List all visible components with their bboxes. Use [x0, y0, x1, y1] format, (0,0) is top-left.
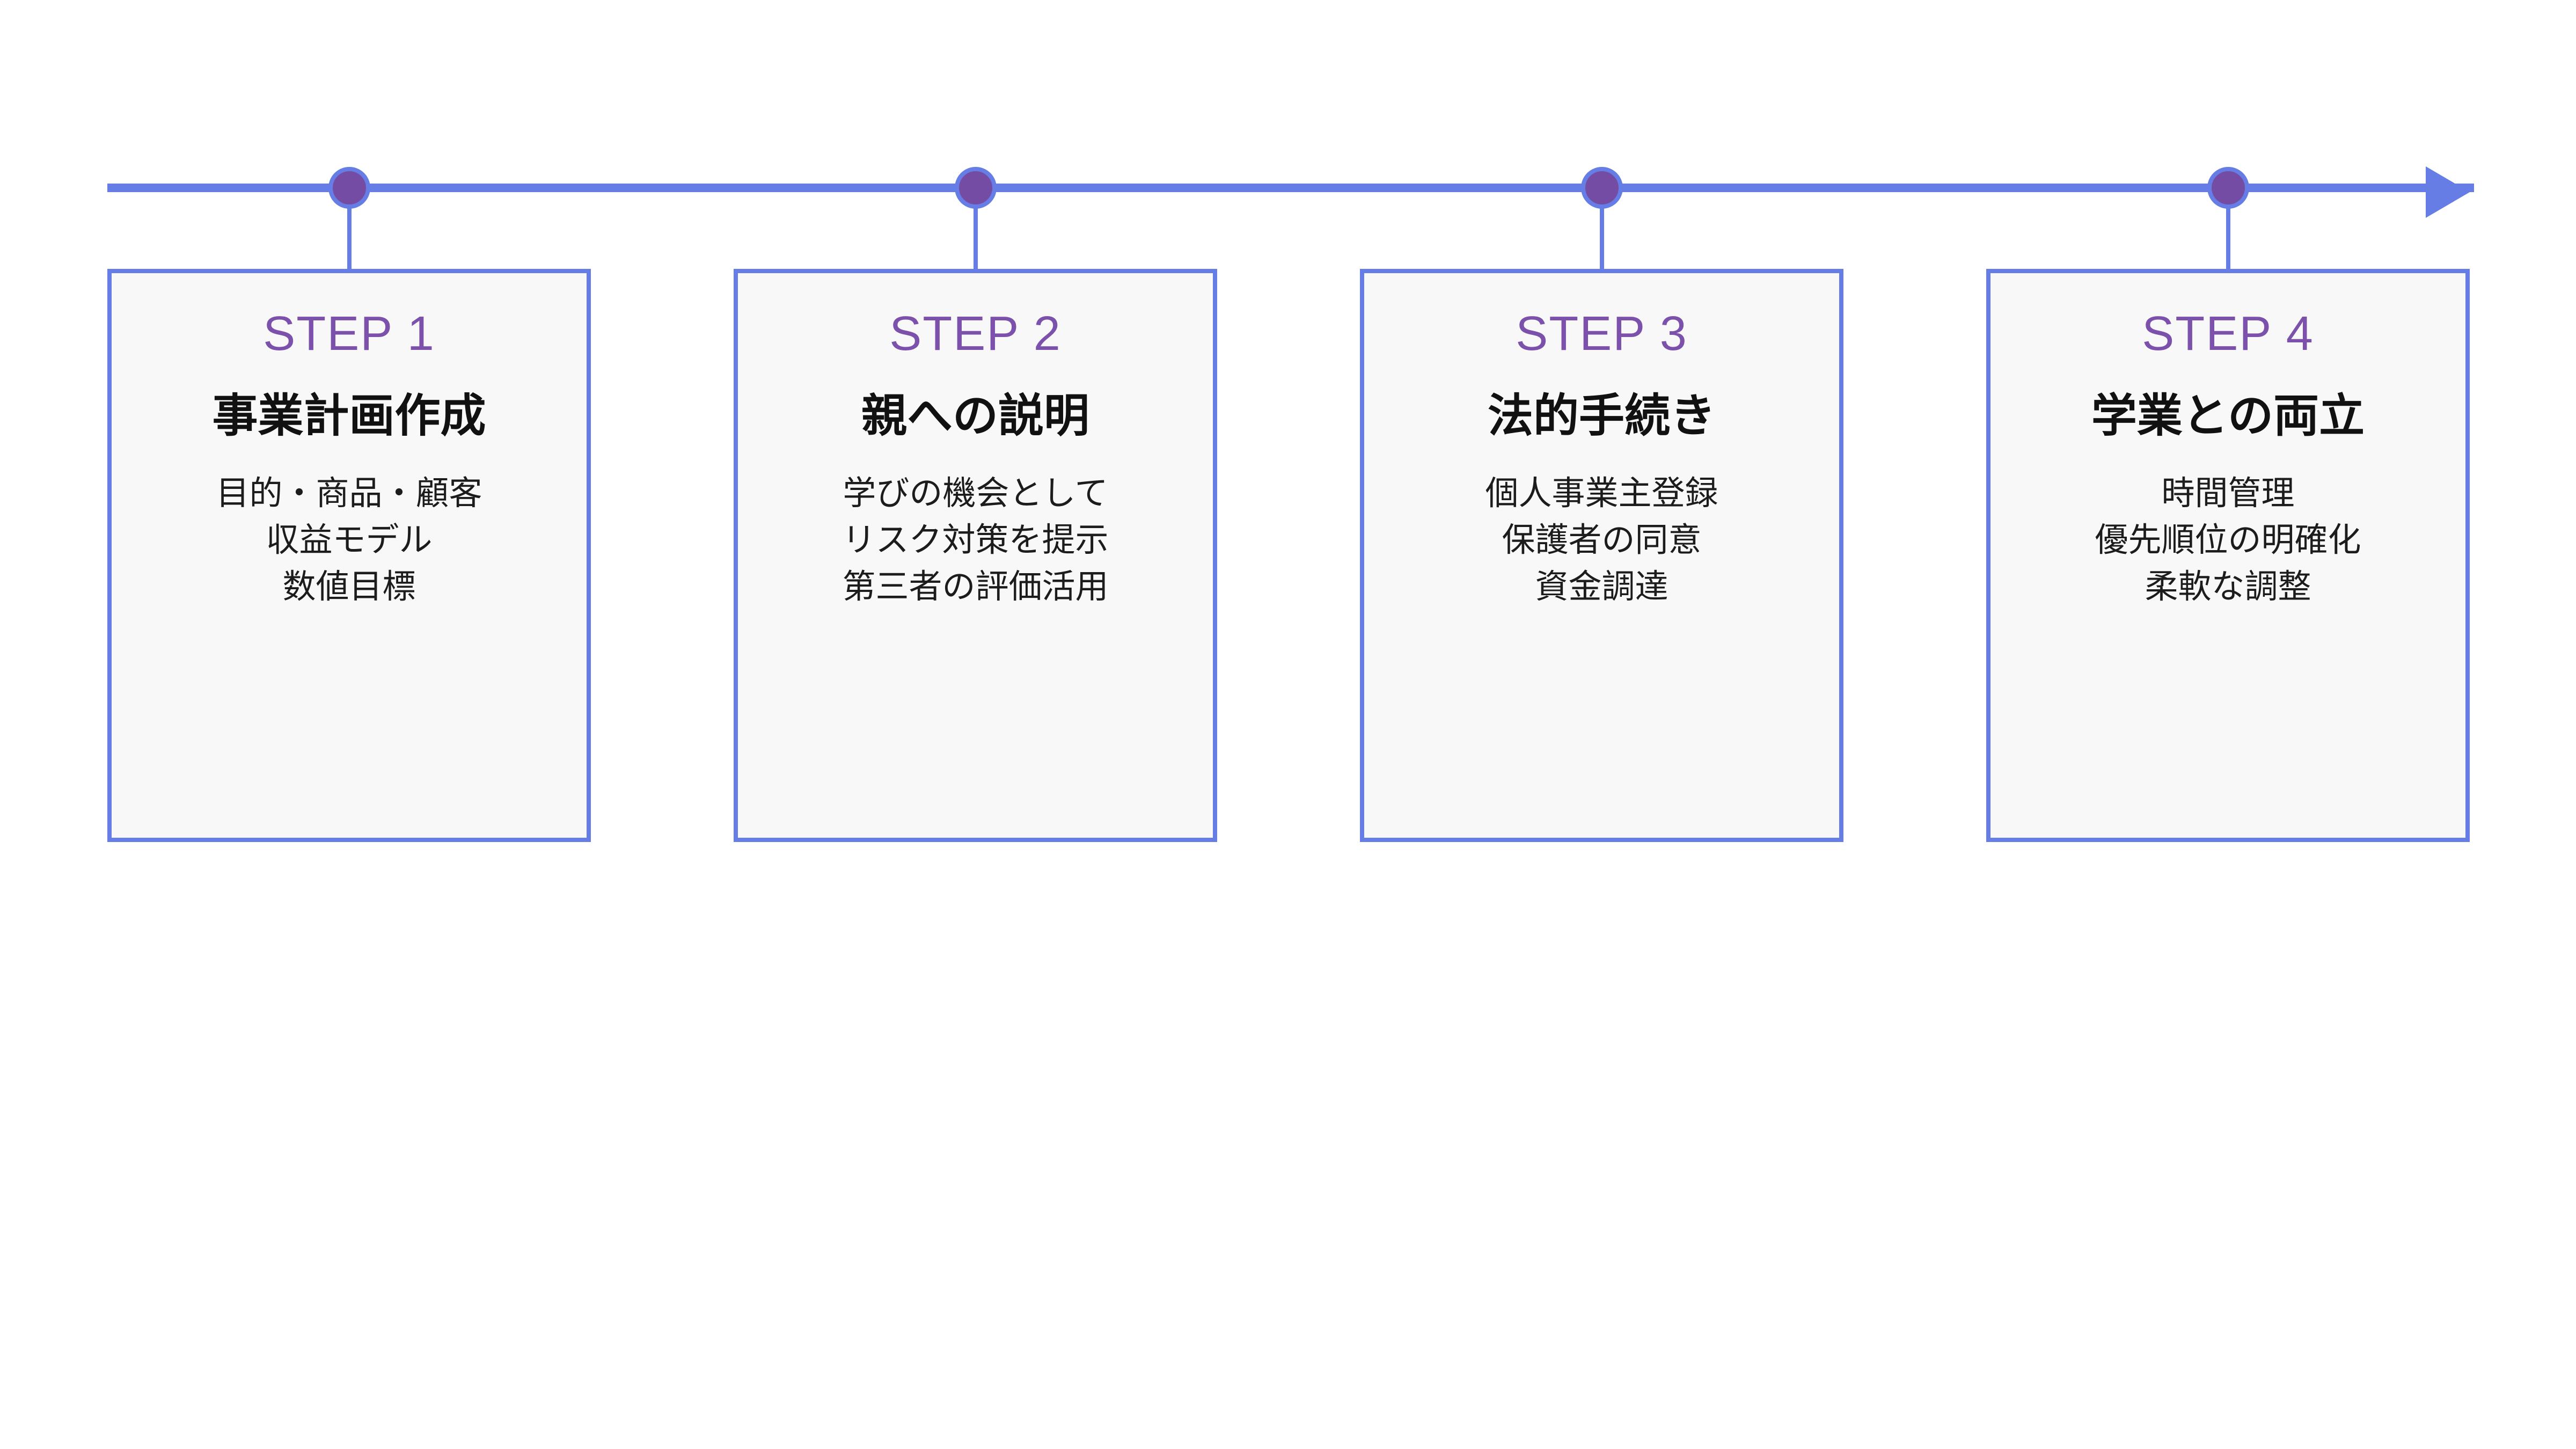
- dot-connector-line: [347, 208, 352, 270]
- step-title: 事業計画作成: [212, 391, 486, 442]
- step-item: 資金調達: [1535, 568, 1668, 605]
- dot-connector-line: [1599, 208, 1604, 270]
- timeline-dot: [954, 167, 997, 209]
- step-label: STEP 2: [889, 307, 1062, 361]
- step-item: 数値目標: [282, 568, 416, 605]
- dot-connector-line: [973, 208, 978, 270]
- step-item: 収益モデル: [266, 522, 433, 559]
- step-label: STEP 3: [1516, 307, 1688, 361]
- step-item: 優先順位の明確化: [2095, 522, 2361, 559]
- step-item: 個人事業主登録: [1485, 475, 1718, 512]
- step-title: 学業との両立: [2091, 391, 2365, 442]
- step-item: 柔軟な調整: [2145, 568, 2311, 605]
- timeline-dot: [1580, 167, 1623, 209]
- step-card: STEP 1 事業計画作成 目的・商品・顧客 収益モデル 数値目標: [107, 269, 591, 842]
- timeline-dot: [328, 167, 370, 209]
- step-card: STEP 4 学業との両立 時間管理 優先順位の明確化 柔軟な調整: [1986, 269, 2470, 842]
- step-item: リスク対策を提示: [842, 522, 1109, 559]
- step-group-1: STEP 1 事業計画作成 目的・商品・顧客 収益モデル 数値目標: [107, 0, 591, 1449]
- timeline-dot: [2207, 167, 2249, 209]
- dot-connector-line: [2226, 208, 2230, 270]
- step-title: 法的手続き: [1487, 391, 1716, 442]
- step-group-2: STEP 2 親への説明 学びの機会として リスク対策を提示 第三者の評価活用: [734, 0, 1217, 1449]
- step-item-list: 目的・商品・顧客 収益モデル 数値目標: [112, 470, 587, 610]
- step-item-list: 学びの機会として リスク対策を提示 第三者の評価活用: [738, 470, 1213, 610]
- step-item: 学びの機会として: [843, 475, 1108, 512]
- step-item-list: 個人事業主登録 保護者の同意 資金調達: [1364, 470, 1839, 610]
- step-label: STEP 1: [263, 307, 435, 361]
- step-label: STEP 4: [2142, 307, 2314, 361]
- step-item: 時間管理: [2161, 475, 2295, 512]
- step-item-list: 時間管理 優先順位の明確化 柔軟な調整: [1990, 470, 2465, 610]
- step-group-3: STEP 3 法的手続き 個人事業主登録 保護者の同意 資金調達: [1360, 0, 1843, 1449]
- step-card: STEP 3 法的手続き 個人事業主登録 保護者の同意 資金調達: [1360, 269, 1843, 842]
- arrowhead-icon: [2426, 166, 2470, 218]
- step-item: 保護者の同意: [1502, 522, 1702, 559]
- step-group-4: STEP 4 学業との両立 時間管理 優先順位の明確化 柔軟な調整: [1986, 0, 2470, 1449]
- step-card: STEP 2 親への説明 学びの機会として リスク対策を提示 第三者の評価活用: [734, 269, 1217, 842]
- timeline-line: [107, 184, 2474, 192]
- step-item: 目的・商品・顧客: [216, 475, 482, 512]
- step-title: 親への説明: [861, 391, 1089, 442]
- step-item: 第三者の評価活用: [842, 568, 1109, 605]
